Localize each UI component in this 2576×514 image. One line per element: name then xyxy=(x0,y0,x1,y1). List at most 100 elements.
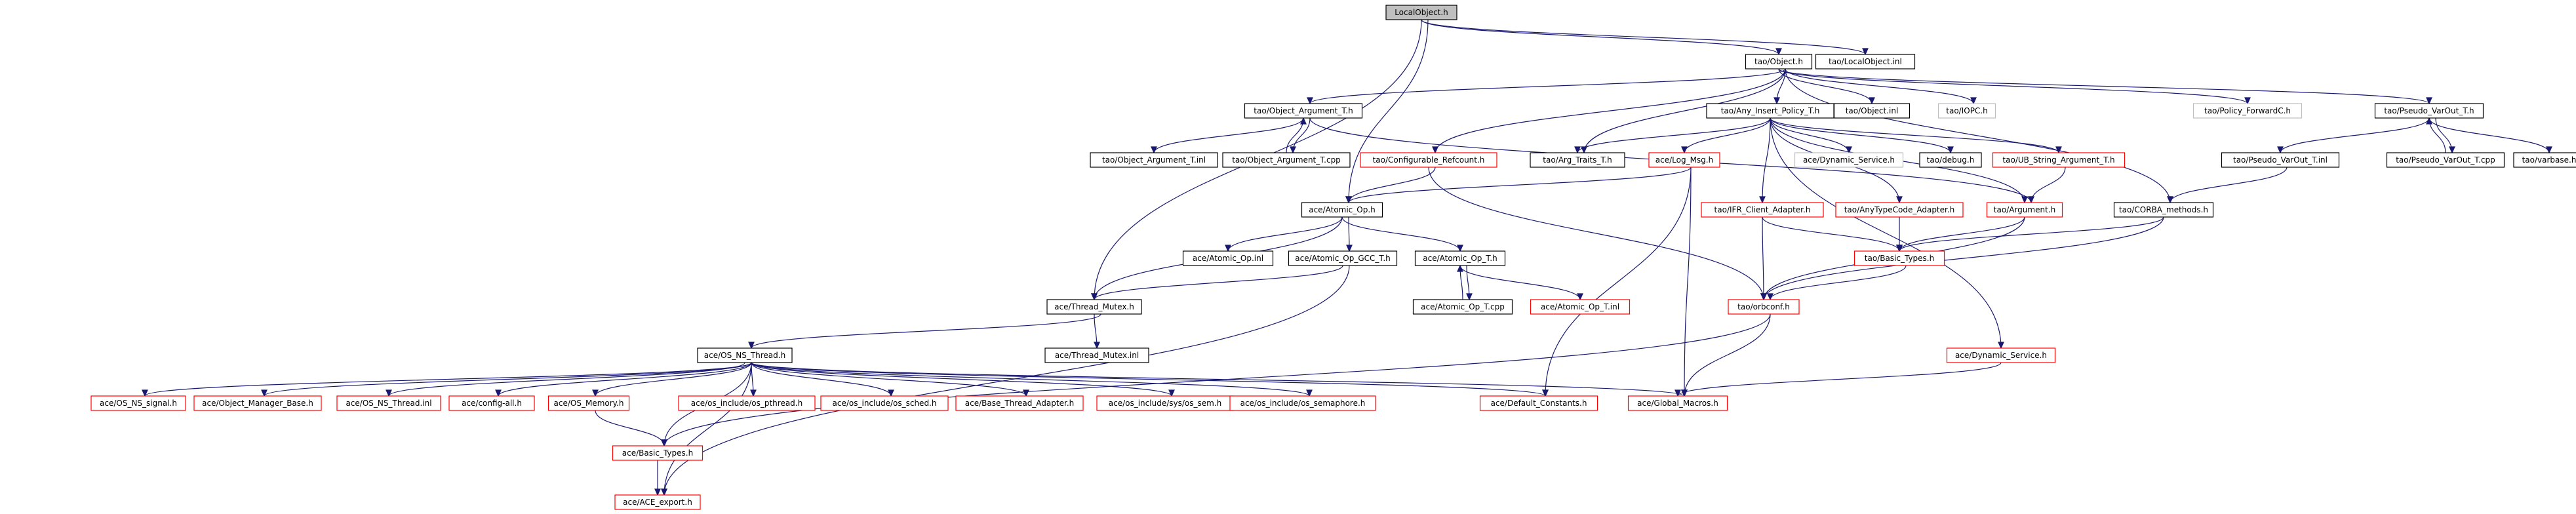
node-global-macros-h[interactable]: ace/Global_Macros.h xyxy=(1627,395,1728,411)
node-object-inl[interactable]: tao/Object.inl xyxy=(1833,103,1911,119)
node-object-argument-t-inl[interactable]: tao/Object_Argument_T.inl xyxy=(1090,152,1218,168)
node-ace-basic-types-h[interactable]: ace/Basic_Types.h xyxy=(612,445,703,461)
node-atomic-op-t-h[interactable]: ace/Atomic_Op_T.h xyxy=(1414,250,1506,266)
node-box xyxy=(1853,250,1945,266)
node-anytypecode-adapter-h[interactable]: tao/AnyTypeCode_Adapter.h xyxy=(1835,202,1964,218)
node-label: ace/Atomic_Op.h xyxy=(1309,205,1376,214)
node-argument-h[interactable]: tao/Argument.h xyxy=(1986,202,2063,218)
node-pseudo-varout-t-inl[interactable]: tao/Pseudo_VarOut_T.inl xyxy=(2221,152,2340,168)
node-box xyxy=(336,395,441,411)
node-varbase-h[interactable]: tao/varbase.h xyxy=(2513,152,2576,168)
edge-os_ns_thread_h-to-base_thread_adapter_h xyxy=(751,362,1029,397)
node-pseudo-varout-t-cpp[interactable]: tao/Pseudo_VarOut_T.cpp xyxy=(2386,152,2505,168)
node-label: ace/Atomic_Op_GCC_T.h xyxy=(1295,254,1391,263)
edge-os_ns_thread_h-to-os_include_sys_os_sem_h xyxy=(751,362,1175,397)
edge-atomic_op_t_h-to-atomic_op_t_cpp xyxy=(1466,265,1473,301)
node-ace-export-h[interactable]: ace/ACE_export.h xyxy=(614,494,701,510)
node-object-argument-t-cpp[interactable]: tao/Object_Argument_T.cpp xyxy=(1222,152,1351,168)
node-os-ns-thread-h[interactable]: ace/OS_NS_Thread.h xyxy=(697,347,793,363)
edge-atomic_op_t_h-to-atomic_op_t_inl xyxy=(1459,265,1583,301)
node-box xyxy=(678,395,816,411)
node-box xyxy=(1360,152,1497,168)
node-log-msg-h[interactable]: ace/Log_Msg.h xyxy=(1648,152,1720,168)
node-atomic-op-t-cpp[interactable]: ace/Atomic_Op_T.cpp xyxy=(1412,299,1513,315)
node-label: tao/Argument.h xyxy=(1994,205,2055,214)
edge-os_ns_thread_h-to-os_include_os_sched_h xyxy=(751,362,894,397)
node-box xyxy=(1479,395,1598,411)
node-label: ace/Base_Thread_Adapter.h xyxy=(965,399,1074,408)
node-any-insert-policy-t-h[interactable]: tao/Any_Insert_Policy_T.h xyxy=(1706,103,1834,119)
node-box xyxy=(2374,103,2484,119)
edge-ub_string_argument_t_h-to-argument_h xyxy=(2028,167,2066,204)
node-atomic-op-h[interactable]: ace/Atomic_Op.h xyxy=(1301,202,1383,218)
node-thread-mutex-inl[interactable]: ace/Thread_Mutex.inl xyxy=(1044,347,1149,363)
edge-tao_basic_types_h-to-orbconf_h xyxy=(1767,265,1907,301)
node-label: tao/LocalObject.inl xyxy=(1829,57,1902,66)
edge-os_ns_thread_h-to-os_include_os_semaphore_h xyxy=(751,362,1313,397)
node-os-ns-thread-inl[interactable]: ace/OS_NS_Thread.inl xyxy=(336,395,441,411)
node-box xyxy=(1833,103,1911,119)
node-box xyxy=(1835,202,1964,218)
node-tao-basic-types-h[interactable]: tao/Basic_Types.h xyxy=(1853,250,1945,266)
node-label: tao/varbase.h xyxy=(2522,155,2576,165)
edge-any_insert_policy_t_h-to-dynamic_service_h_red xyxy=(1770,117,2004,349)
node-os-include-os-semaphore-h[interactable]: ace/os_include/os_semaphore.h xyxy=(1229,395,1376,411)
node-label: ace/OS_NS_Thread.inl xyxy=(346,399,431,408)
node-atomic-op-t-inl[interactable]: ace/Atomic_Op_T.inl xyxy=(1530,299,1631,315)
node-dynamic-service-h-gray[interactable]: ace/Dynamic_Service.h xyxy=(1794,152,1904,168)
node-configurable-refcount-h[interactable]: tao/Configurable_Refcount.h xyxy=(1360,152,1497,168)
edge-ace_basic_types_h-to-ace_export_h xyxy=(654,460,661,496)
node-ub-string-argument-t-h[interactable]: tao/UB_String_Argument_T.h xyxy=(1992,152,2126,168)
node-ifr-client-adapter-h[interactable]: tao/IFR_Client_Adapter.h xyxy=(1701,202,1824,218)
node-policy-forwardc-h[interactable]: tao/Policy_ForwardC.h xyxy=(2192,103,2303,119)
node-os-include-os-sched-h[interactable]: ace/os_include/os_sched.h xyxy=(820,395,949,411)
edge-pseudo_varout_t_inl-to-corba_methods_h xyxy=(2167,167,2288,204)
node-object-argument-t-h[interactable]: tao/Object_Argument_T.h xyxy=(1244,103,1363,119)
edge-dynamic_service_h_red-to-global_macros_h xyxy=(1674,362,2002,397)
edge-object_h-to-corba_methods_h xyxy=(1785,68,2173,204)
node-os-include-sys-os-sem-h[interactable]: ace/os_include/sys/os_sem.h xyxy=(1096,395,1234,411)
node-object-manager-base-h[interactable]: ace/Object_Manager_Base.h xyxy=(193,395,322,411)
node-box xyxy=(1244,103,1363,119)
edge-os_ns_thread_h-to-global_macros_h xyxy=(751,362,1688,397)
node-base-thread-adapter-h[interactable]: ace/Base_Thread_Adapter.h xyxy=(955,395,1084,411)
node-default-constants-h[interactable]: ace/Default_Constants.h xyxy=(1479,395,1598,411)
node-iiopc-h[interactable]: tao/IOPC.h xyxy=(1937,103,1996,119)
edge-any_insert_policy_t_h-to-dynamic_service_h_gray xyxy=(1770,117,1852,154)
node-os-ns-signal-h[interactable]: ace/OS_NS_signal.h xyxy=(90,395,186,411)
node-box xyxy=(1530,299,1631,315)
node-thread-mutex-h[interactable]: ace/Thread_Mutex.h xyxy=(1046,299,1142,315)
edge-os_ns_thread_h-to-default_constants_h xyxy=(751,362,1549,397)
node-box xyxy=(612,445,703,461)
node-arg-traits-t-h[interactable]: tao/Arg_Traits_T.h xyxy=(1530,152,1625,168)
node-localobject-h[interactable]: LocalObject.h xyxy=(1385,5,1457,20)
node-atomic-op-inl[interactable]: ace/Atomic_Op.inl xyxy=(1182,250,1274,266)
node-label: ace/Thread_Mutex.inl xyxy=(1055,351,1139,360)
node-atomic-op-gcc-t-h[interactable]: ace/Atomic_Op_GCC_T.h xyxy=(1288,250,1398,266)
node-label: tao/CORBA_methods.h xyxy=(2119,205,2208,214)
node-box xyxy=(1627,395,1728,411)
node-object-h[interactable]: tao/Object.h xyxy=(1745,54,1813,69)
node-debug-h[interactable]: tao/debug.h xyxy=(1919,152,1982,168)
node-pseudo-varout-t-h[interactable]: tao/Pseudo_VarOut_T.h xyxy=(2374,103,2484,119)
node-localobject-inl[interactable]: tao/LocalObject.inl xyxy=(1815,54,1916,69)
node-corba-methods-h[interactable]: tao/CORBA_methods.h xyxy=(2113,202,2214,218)
node-label: tao/Arg_Traits_T.h xyxy=(1543,155,1612,165)
edge-localobject_h-to-localobject_inl xyxy=(1421,19,1869,56)
node-os-memory-h[interactable]: ace/OS_Memory.h xyxy=(547,395,630,411)
node-box xyxy=(1288,250,1398,266)
edge-corba_methods_h-to-tao_basic_types_h xyxy=(1896,216,2164,252)
node-dynamic-service-h-red[interactable]: ace/Dynamic_Service.h xyxy=(1946,347,2056,363)
node-box xyxy=(1992,152,2126,168)
edge-ifr_client_adapter_h-to-orbconf_h xyxy=(1760,216,1767,301)
edge-pseudo_varout_t_h-to-pseudo_varout_t_inl xyxy=(2277,117,2430,154)
edge-log_msg_h-to-atomic_op_h xyxy=(1345,167,1692,204)
node-config-all-h[interactable]: ace/config-all.h xyxy=(448,395,535,411)
node-label: tao/Object.h xyxy=(1754,57,1803,66)
node-orbconf-h[interactable]: tao/orbconf.h xyxy=(1728,299,1800,315)
node-box xyxy=(1937,103,1996,119)
node-box xyxy=(1090,152,1218,168)
node-os-include-os-pthread-h[interactable]: ace/os_include/os_pthread.h xyxy=(678,395,816,411)
node-box xyxy=(1648,152,1720,168)
node-label: ace/os_include/os_semaphore.h xyxy=(1240,399,1366,408)
